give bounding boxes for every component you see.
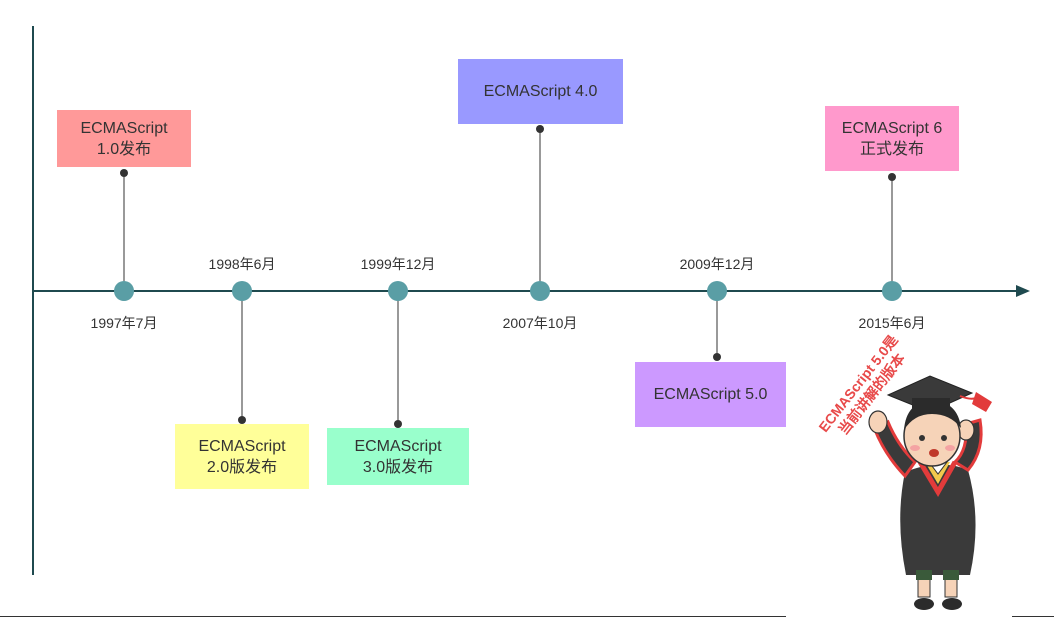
event-label-4: ECMAScript 4.0 bbox=[483, 83, 598, 100]
event-label-3: ECMAScript 3.0版发布 bbox=[354, 437, 442, 476]
event-label-5: ECMAScript 5.0 bbox=[653, 386, 768, 403]
graduate-mascot-illustration bbox=[868, 375, 992, 610]
connector-end-dot-1 bbox=[120, 169, 128, 177]
timeline-node-4 bbox=[530, 281, 550, 301]
timeline-node-6 bbox=[882, 281, 902, 301]
event-date-6: 2015年6月 bbox=[858, 315, 926, 331]
footer-divider-left bbox=[0, 616, 786, 617]
event-box-6: ECMAScript 6 正式发布 bbox=[825, 106, 959, 171]
event-date-4: 2007年10月 bbox=[502, 315, 578, 331]
timeline-node-2 bbox=[232, 281, 252, 301]
event-box-2: ECMAScript 2.0版发布 bbox=[175, 424, 309, 489]
connector-end-dot-3 bbox=[394, 420, 402, 428]
event-label-1: ECMAScript 1.0发布 bbox=[80, 119, 168, 158]
event-date-1: 1997年7月 bbox=[90, 315, 158, 331]
timeline-node-3 bbox=[388, 281, 408, 301]
event-box-3: ECMAScript 3.0版发布 bbox=[327, 428, 469, 485]
connector-end-dot-4 bbox=[536, 125, 544, 133]
event-date-3: 1999年12月 bbox=[360, 256, 436, 272]
event-date-2: 1998年6月 bbox=[208, 256, 276, 272]
timeline-arrow-icon bbox=[1016, 285, 1030, 297]
event-box-4: ECMAScript 4.0 bbox=[458, 59, 623, 124]
event-date-5: 2009年12月 bbox=[679, 256, 755, 272]
event-label-6: ECMAScript 6 正式发布 bbox=[841, 119, 943, 158]
event-label-2: ECMAScript 2.0版发布 bbox=[198, 437, 286, 476]
timeline-node-5 bbox=[707, 281, 727, 301]
connector-end-dot-2 bbox=[238, 416, 246, 424]
event-box-1: ECMAScript 1.0发布 bbox=[57, 110, 191, 167]
event-box-5: ECMAScript 5.0 bbox=[635, 362, 786, 427]
connector-end-dot-5 bbox=[713, 353, 721, 361]
timeline-node-1 bbox=[114, 281, 134, 301]
footer-divider-right bbox=[1012, 616, 1054, 617]
connector-end-dot-6 bbox=[888, 173, 896, 181]
